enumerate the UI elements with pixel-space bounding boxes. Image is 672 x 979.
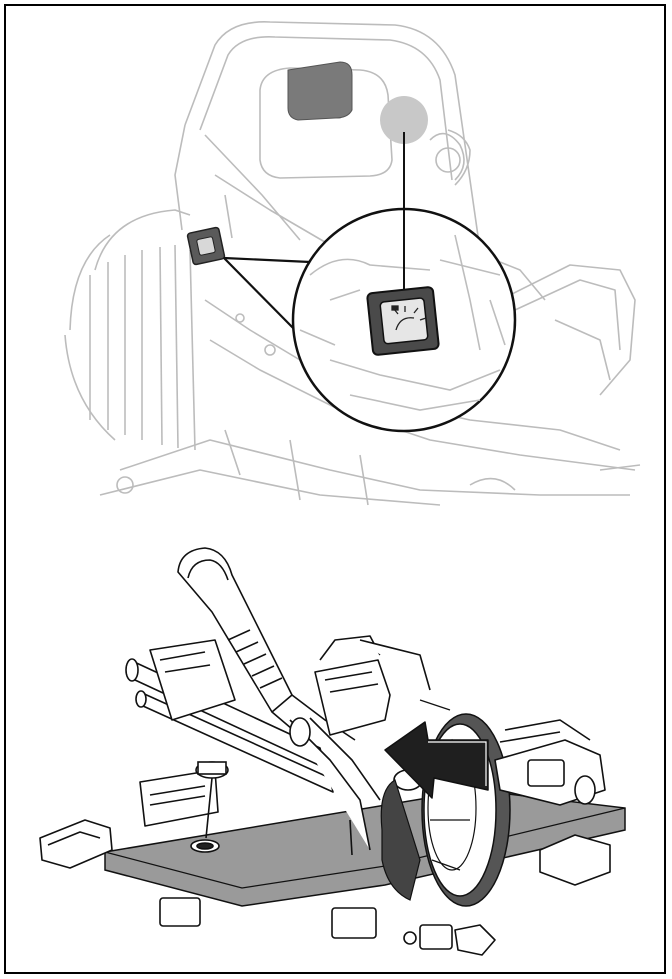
saw-base: [39, 819, 611, 956]
slide-rails: [125, 639, 334, 793]
zoom-connector-lines: [223, 256, 311, 336]
right-carriage: [494, 719, 606, 806]
handle-lock-button: [287, 61, 353, 121]
laser-switch-zoomed-icon: [366, 286, 440, 356]
blade-guard: [419, 699, 511, 907]
push-direction-arrow: [384, 721, 489, 799]
saw-fence: [139, 769, 353, 856]
bevel-lock-knob: [190, 761, 229, 853]
saw-motor-arm: [289, 635, 431, 851]
mitre-lock-knob: [403, 931, 417, 945]
laser-switch-small-icon: [186, 226, 226, 266]
callout-1: [380, 96, 428, 290]
saw-blade: [380, 779, 421, 901]
